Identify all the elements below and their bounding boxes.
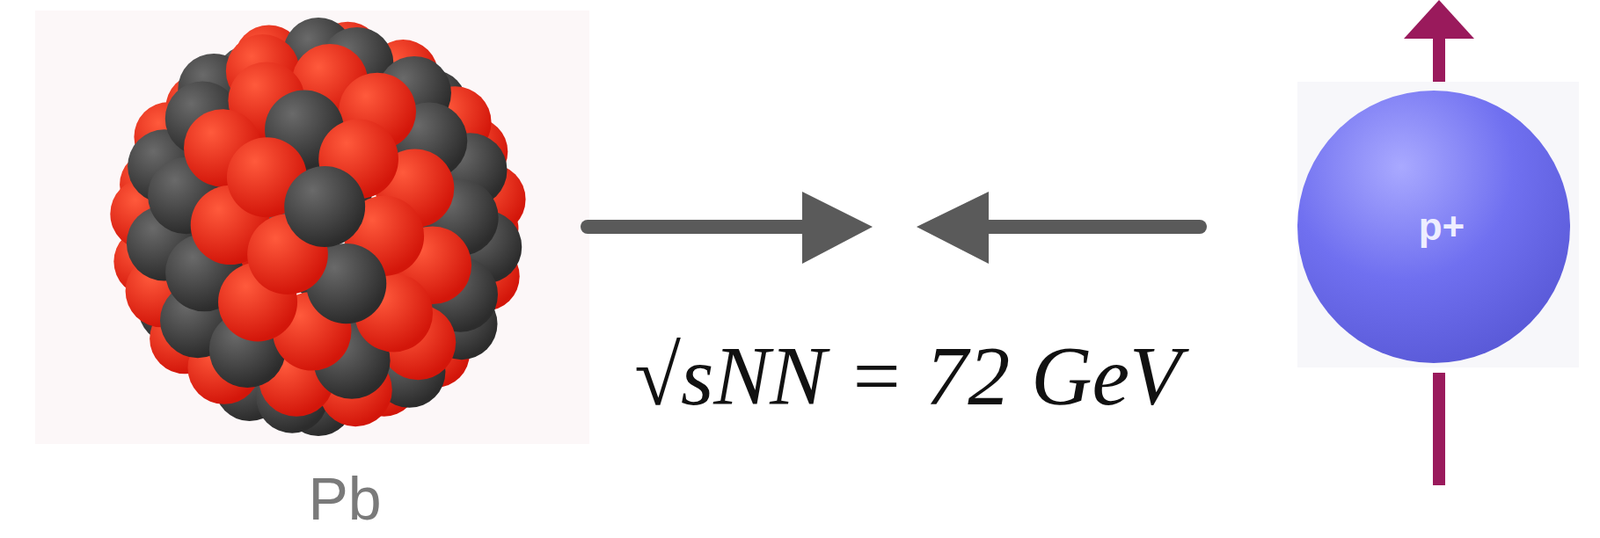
arrow-head [802,191,873,264]
spin-shaft [1432,372,1446,486]
arrow-shaft [985,219,1200,234]
nucleon [284,166,366,248]
particle-label: p+ [1418,204,1466,249]
proton-node: p+ [1295,88,1572,366]
energy-label: √sNN = 72 GeV [634,327,1181,425]
spin-head [1403,0,1475,39]
arrow-head [916,191,989,264]
arrow-shaft [587,219,810,234]
nucleus-node: Pb [33,7,593,535]
nucleon-spheres [109,17,526,437]
proton-sphere [1297,90,1571,364]
nucleus-label: Pb [307,464,381,534]
nucleus-background [35,10,590,445]
spin-shaft [1432,35,1446,82]
nucleus-outline [33,7,593,535]
collision-arrows [587,191,1200,264]
proton-background [1297,81,1579,368]
